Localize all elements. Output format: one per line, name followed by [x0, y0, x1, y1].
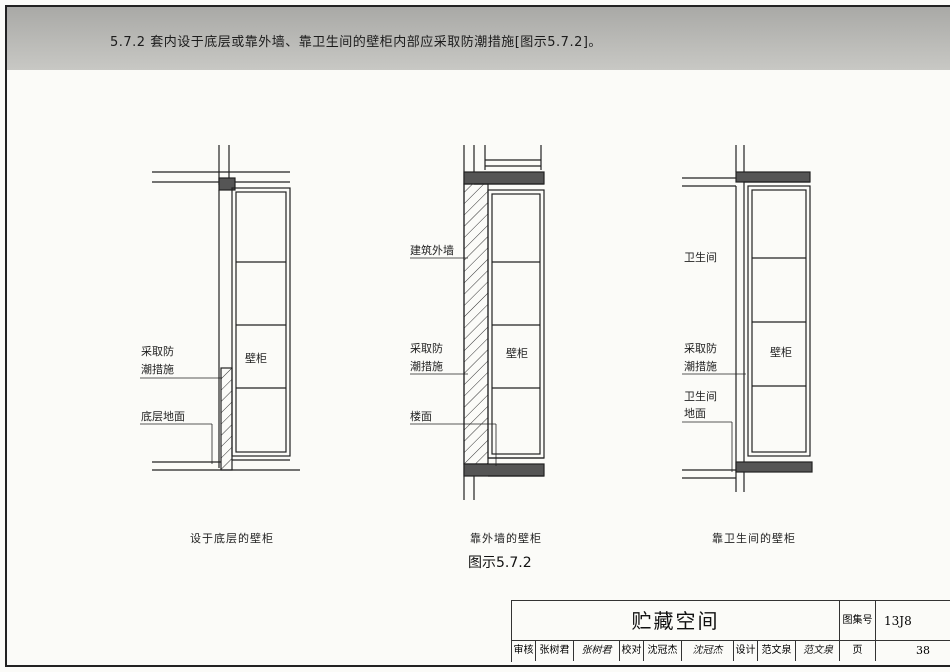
review-label: 审核	[512, 641, 536, 661]
atlas-number-value: 13J8	[876, 601, 950, 641]
middle-moisture-label-2: 潮措施	[410, 360, 443, 373]
figure-title: 图示5.7.2	[468, 555, 532, 571]
clause-text: 5.7.2 套内设于底层或靠外墙、靠卫生间的壁柜内部应采取防潮措施[图示5.7.…	[110, 35, 602, 50]
check-name: 沈冠杰	[644, 641, 682, 661]
middle-external-wall	[463, 183, 489, 465]
page-label: 页	[840, 641, 876, 661]
right-moisture-label-2: 潮措施	[684, 360, 717, 373]
atlas-number-label: 图集号	[840, 601, 876, 641]
right-cabinet-label: 壁柜	[770, 346, 792, 359]
title-block: 贮藏空间 图集号 13J8 审核 张树君 张树君 校对 沈冠杰 沈冠杰 设计 范…	[511, 600, 950, 662]
middle-floor-label: 楼面	[410, 410, 432, 423]
design-signature: 范文泉	[803, 645, 833, 656]
signature-row: 审核 张树君 张树君 校对 沈冠杰 沈冠杰 设计 范文泉 范文泉	[512, 641, 840, 661]
right-floor-label-1: 卫生间	[684, 390, 717, 403]
left-cabinet	[231, 187, 291, 457]
left-caption: 设于底层的壁柜	[190, 532, 274, 545]
right-moisture-label-1: 采取防	[684, 342, 717, 355]
right-diagram	[682, 145, 813, 492]
right-room-label: 卫生间	[684, 251, 717, 264]
right-floor-label-2: 地面	[684, 407, 706, 420]
design-name: 范文泉	[758, 641, 796, 661]
right-cabinet	[747, 185, 811, 457]
middle-diagram	[410, 145, 545, 500]
review-name: 张树君	[536, 641, 574, 661]
left-floor-label: 底层地面	[141, 410, 185, 423]
middle-cabinet	[487, 189, 545, 459]
page-number: 38	[916, 644, 930, 657]
middle-wall-label: 建筑外墙	[410, 244, 454, 257]
left-moisture-layer	[220, 367, 233, 471]
left-diagram	[140, 145, 300, 471]
left-cabinet-label: 壁柜	[245, 352, 267, 365]
left-moisture-label-2: 潮措施	[141, 363, 174, 376]
check-label: 校对	[620, 641, 644, 661]
middle-caption: 靠外墙的壁柜	[470, 532, 542, 545]
check-signature: 沈冠杰	[682, 641, 734, 661]
left-moisture-label-1: 采取防	[141, 345, 174, 358]
header-band: 5.7.2 套内设于底层或靠外墙、靠卫生间的壁柜内部应采取防潮措施[图示5.7.…	[7, 7, 950, 70]
middle-moisture-label-1: 采取防	[410, 342, 443, 355]
right-caption: 靠卫生间的壁柜	[712, 532, 796, 545]
title-block-title: 贮藏空间	[512, 601, 840, 641]
middle-cabinet-label: 壁柜	[506, 347, 528, 360]
review-signature: 张树君	[574, 641, 620, 661]
design-label: 设计	[734, 641, 758, 661]
